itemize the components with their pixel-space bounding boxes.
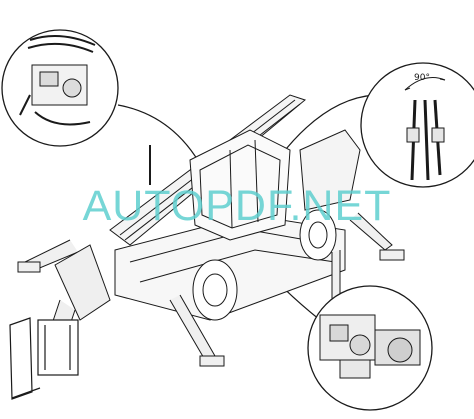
telehandler-body [9,94,405,400]
callout-pump-bottom-right [307,285,433,411]
wheel-rear [299,209,337,261]
callout-pump-top-left [1,29,119,147]
stabilizer-rear-right [349,212,393,251]
forks [9,317,79,400]
cab [189,129,291,241]
angle-label: 90° [414,73,430,83]
wheel-front [192,259,238,321]
callout-hose-right: 90° [360,62,474,188]
fork-carriage [54,244,111,321]
